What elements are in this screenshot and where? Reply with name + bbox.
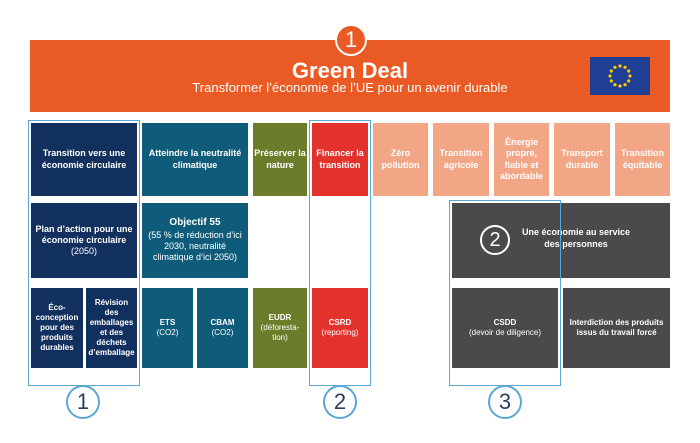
eudr-box: EUDR (déforesta-tion) xyxy=(253,288,307,368)
pillar-zero-pollution: Zéro pollution xyxy=(373,123,428,196)
marker-2: 2 xyxy=(323,385,357,419)
pillar-circular-economy: Transition vers une économie circulaire xyxy=(31,123,137,196)
ecodesign-box: Éco-conception pour des produits durable… xyxy=(31,288,83,368)
marker-3: 3 xyxy=(488,385,522,419)
banner-number-badge: 1 xyxy=(335,24,367,56)
csrd-box: CSRD (reporting) xyxy=(312,288,368,368)
packaging-revision-box: Révision des emballages et des déchets d… xyxy=(86,288,137,368)
eudr-label: EUDR xyxy=(268,313,292,322)
ets-sub: (CO2) xyxy=(156,328,179,337)
csdd-sub: (devoir de diligence) xyxy=(468,328,542,337)
highlight-frame-2 xyxy=(309,120,371,386)
pillar-clean-energy: Énergie propre, fiable et abordable xyxy=(494,123,549,196)
csrd-label: CSRD xyxy=(328,318,352,327)
csdd-box: CSDD (devoir de diligence) xyxy=(452,288,558,368)
pillar-financing: Financer la transition xyxy=(312,123,368,196)
csrd-sub: (reporting) xyxy=(321,328,359,337)
social-number-badge: 2 xyxy=(480,225,510,255)
circular-action-plan-year: (2050) xyxy=(70,246,97,257)
highlight-frame-3 xyxy=(449,200,561,386)
ets-box: ETS (CO2) xyxy=(142,288,193,368)
cbam-box: CBAM (CO2) xyxy=(197,288,248,368)
fit-for-55-text: (55 % de réduction d’ici 2030, neutralit… xyxy=(148,229,242,263)
cbam-label: CBAM xyxy=(210,318,235,327)
forced-labour-box: Interdiction des produits issus du trava… xyxy=(563,288,670,368)
eu-flag-icon xyxy=(590,57,650,95)
pillar-climate-neutrality: Atteindre la neutralité climatique xyxy=(142,123,248,196)
social-economy-text: Une économie au service des personnes xyxy=(521,227,631,249)
csdd-label: CSDD xyxy=(493,318,517,327)
banner-subtitle: Transformer l’économie de l’UE pour un a… xyxy=(192,80,508,95)
pillar-just-transition: Transition équitable xyxy=(615,123,670,196)
circular-action-plan: Plan d’action pour une économie circulai… xyxy=(31,203,137,278)
pillar-agriculture: Transition agricole xyxy=(433,123,489,196)
social-economy-panel: 2 Une économie au service des personnes xyxy=(452,203,670,278)
highlight-frame-1 xyxy=(28,120,140,386)
ets-label: ETS xyxy=(159,318,176,327)
pillar-nature: Préserver la nature xyxy=(253,123,307,196)
cbam-sub: (CO2) xyxy=(211,328,234,337)
fit-for-55-title: Objectif 55 xyxy=(169,217,221,229)
banner-title: Green Deal xyxy=(291,58,409,83)
marker-1: 1 xyxy=(66,385,100,419)
circular-action-plan-title: Plan d’action pour une économie circulai… xyxy=(35,223,133,245)
eudr-sub: (déforesta-tion) xyxy=(260,323,300,342)
pillar-transport: Transport durable xyxy=(554,123,610,196)
fit-for-55: Objectif 55 (55 % de réduction d’ici 203… xyxy=(142,203,248,278)
